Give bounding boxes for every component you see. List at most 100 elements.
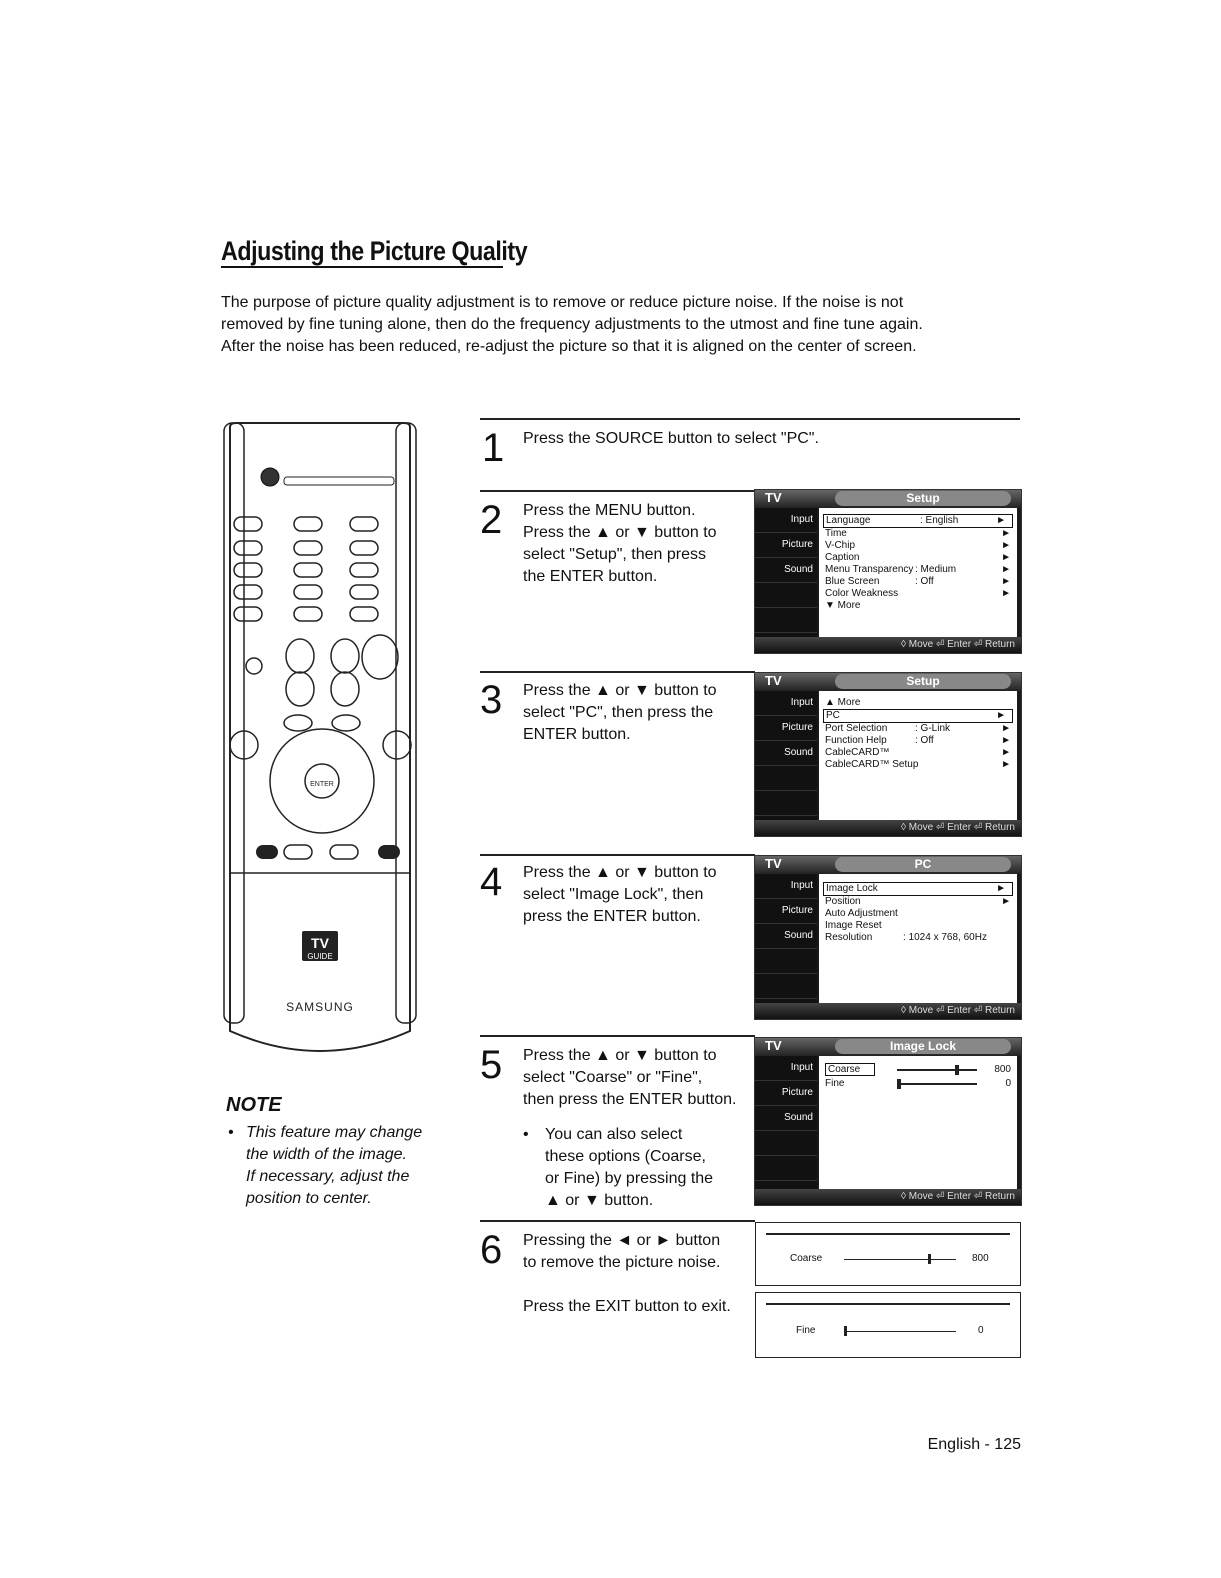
coarse-slider [897, 1069, 977, 1071]
menu-row: ▲ More [825, 697, 861, 708]
step-line: then press the ENTER button. [523, 1091, 737, 1108]
note-line: position to center. [246, 1190, 372, 1207]
osd-tv-label: TV [765, 673, 782, 688]
sidebar-item: Picture [755, 899, 817, 924]
page-footer: English - 125 [927, 1436, 1021, 1453]
menu-row: Menu Transparency: Medium► [825, 564, 1011, 575]
osd-tv-label: TV [765, 856, 782, 871]
coarse-track [844, 1259, 956, 1260]
menu-row: Caption► [825, 552, 1011, 563]
sidebar-item: Sound [755, 1106, 817, 1131]
step-number: 4 [480, 860, 503, 904]
step-line: Press the ▲ or ▼ button to [523, 864, 717, 881]
step-divider [480, 418, 1020, 420]
step-line: select "PC", then press the [523, 704, 714, 721]
osd-image-lock-menu: TV Image Lock Input Picture Sound Coarse… [754, 1037, 1022, 1206]
note-heading: NOTE [226, 1094, 282, 1116]
fine-result-box: Fine 0 [755, 1292, 1021, 1358]
step-number: 6 [480, 1228, 503, 1272]
intro-line: After the noise has been reduced, re-adj… [221, 338, 917, 355]
fine-slider [897, 1083, 977, 1085]
sidebar-item: Picture [755, 533, 817, 558]
step-line: Press the ▲ or ▼ button to [523, 524, 717, 541]
tv-guide-bottom: GUIDE [307, 952, 332, 961]
step-divider [480, 1220, 755, 1222]
menu-row: Position► [825, 896, 1011, 907]
step-4-text: Press the ▲ or ▼ button to select "Image… [523, 862, 717, 928]
step-divider [480, 1035, 755, 1037]
step-6-text: Pressing the ◄ or ► button to remove the… [523, 1230, 720, 1274]
menu-row: ▼ More [825, 600, 861, 611]
menu-row-fine: Fine 0 [825, 1078, 1011, 1089]
osd-footer: ◊ Move ⏎ Enter ⏎ Return [755, 1189, 1021, 1205]
step-number: 5 [480, 1043, 503, 1087]
menu-row: Auto Adjustment [825, 908, 898, 919]
osd-footer: ◊ Move ⏎ Enter ⏎ Return [755, 820, 1021, 836]
box-header-bar [766, 1303, 1010, 1305]
osd-sidebar: Input Picture Sound [755, 1056, 817, 1189]
step-line: Press the SOURCE button to select "PC". [523, 430, 819, 447]
step-line: Press the ▲ or ▼ button to [523, 1047, 717, 1064]
tv-guide-logo [302, 931, 338, 961]
menu-row: Time► [825, 528, 1011, 539]
osd-sidebar: Input Picture Sound [755, 508, 817, 637]
note-line: This feature may change [246, 1124, 423, 1141]
sidebar-item: Sound [755, 924, 817, 949]
menu-row: Color Weakness► [825, 588, 1011, 599]
step-line: ENTER button. [523, 726, 631, 743]
fine-value: 0 [978, 1325, 984, 1336]
osd-panel: Image Lock► Position► Auto Adjustment Im… [819, 874, 1017, 1003]
page-title: Adjusting the Picture Quality [221, 236, 528, 266]
box-header-bar [766, 1233, 1010, 1235]
menu-row: Image Lock► [823, 882, 1013, 896]
fine-slider-thumb [897, 1079, 901, 1089]
coarse-label: Coarse [790, 1253, 823, 1264]
intro-paragraph: The purpose of picture quality adjustmen… [221, 292, 1011, 358]
menu-row: CableCARD™ Setup► [825, 759, 1011, 770]
note-body: • This feature may change the width of t… [226, 1122, 456, 1210]
step-number: 2 [480, 498, 503, 542]
step-2-text: Press the MENU button. Press the ▲ or ▼ … [523, 500, 717, 588]
enter-key-label: ENTER [310, 781, 334, 788]
osd-title: Image Lock [835, 1039, 1011, 1054]
sidebar-item [755, 1156, 817, 1181]
number-keypad [229, 516, 412, 860]
step-line: Press the MENU button. [523, 502, 696, 519]
osd-footer: ◊ Move ⏎ Enter ⏎ Return [755, 637, 1021, 653]
menu-row: CableCARD™► [825, 747, 1011, 758]
step-line: or Fine) by pressing the [545, 1170, 714, 1187]
osd-title: Setup [835, 491, 1011, 506]
sidebar-item: Input [755, 691, 817, 716]
coarse-value: 800 [972, 1253, 989, 1264]
step-line: Press the ▲ or ▼ button to [523, 682, 717, 699]
sidebar-item: Picture [755, 716, 817, 741]
note-line: the width of the image. [246, 1146, 407, 1163]
osd-title: PC [835, 857, 1011, 872]
osd-setup-menu: TV Setup Input Picture Sound Language: E… [754, 489, 1022, 654]
step-line: to remove the picture noise. [523, 1254, 721, 1271]
step-divider [480, 854, 755, 856]
tv-guide-top: TV [311, 935, 330, 951]
menu-row: Port Selection: G-Link► [825, 723, 1011, 734]
sidebar-item [755, 949, 817, 974]
step-1-text: Press the SOURCE button to select "PC". [523, 428, 819, 450]
intro-line: removed by fine tuning alone, then do th… [221, 316, 923, 333]
remote-control-illustration: TV GUIDE SAMSUNG ENTER [223, 422, 417, 1052]
power-button [260, 467, 280, 487]
osd-panel: Language: English► Time► V-Chip► Caption… [819, 508, 1017, 637]
sidebar-item [755, 974, 817, 999]
sidebar-item [755, 791, 817, 816]
coarse-thumb [928, 1254, 931, 1264]
osd-sidebar: Input Picture Sound [755, 874, 817, 1003]
step-number: 3 [480, 678, 503, 722]
note-bullet: • [228, 1124, 234, 1141]
coarse-result-box: Coarse 800 [755, 1222, 1021, 1286]
step-5-text: Press the ▲ or ▼ button to select "Coars… [523, 1045, 736, 1111]
exit-instruction: Press the EXIT button to exit. [523, 1298, 731, 1315]
osd-setup-menu-2: TV Setup Input Picture Sound ▲ More PC► … [754, 672, 1022, 837]
step-line: You can also select [545, 1126, 683, 1143]
step-number: 1 [482, 426, 505, 470]
step-line: select "Setup", then press [523, 546, 707, 563]
menu-row: Image Reset [825, 920, 882, 931]
coarse-slider-thumb [955, 1065, 959, 1075]
